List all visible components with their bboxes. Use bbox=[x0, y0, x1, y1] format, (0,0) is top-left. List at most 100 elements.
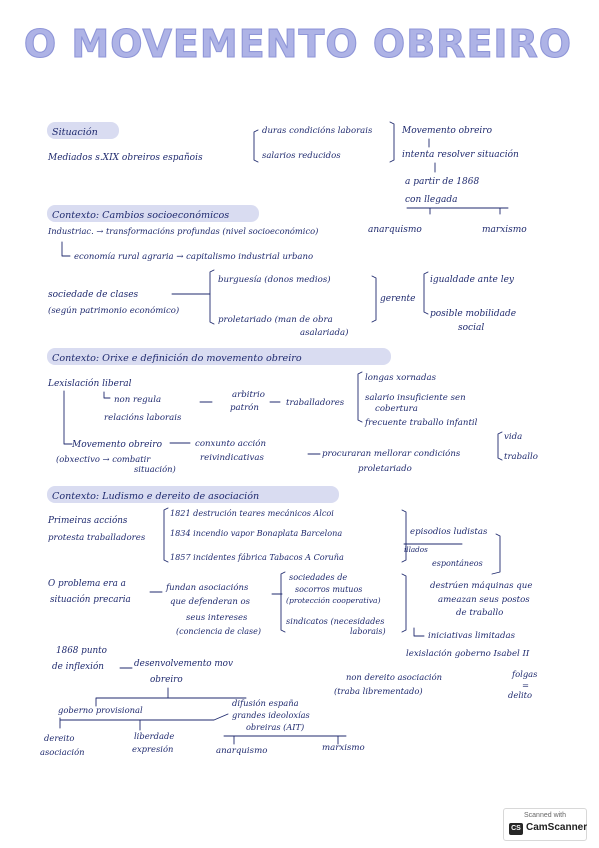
ludismo-defenderan: que defenderan os bbox=[170, 597, 251, 607]
situacion-salarios: salarios reducidos bbox=[262, 151, 341, 161]
ludismo-sociedades: sociedades de bbox=[289, 572, 347, 582]
bracket bbox=[423, 271, 429, 315]
cambios-mobilidade: posible mobilidade bbox=[430, 309, 516, 319]
orixe-vida: vida bbox=[504, 432, 522, 442]
ludismo-marxismo: marxismo bbox=[322, 743, 365, 753]
watermark-caption: Scanned with bbox=[523, 812, 567, 819]
cambios-gerente: gerente bbox=[380, 294, 415, 304]
situacion-movemento: Movemento obreiro bbox=[401, 126, 493, 136]
situacion-partir: a partir de 1868 bbox=[405, 177, 479, 187]
heading-highlight bbox=[47, 486, 339, 503]
bracket bbox=[357, 371, 363, 423]
cambios-economia: economía rural agraria → capitalismo ind… bbox=[74, 251, 313, 262]
ludismo-postos: de traballo bbox=[456, 608, 503, 618]
watermark-brand: CamScanner bbox=[526, 822, 588, 833]
orixe-cobertura: cobertura bbox=[375, 404, 418, 414]
heading-highlight bbox=[47, 122, 119, 139]
ludismo-evento-1821: 1821 destrución teares mecánicos Alcoi bbox=[170, 508, 334, 518]
heading-highlight bbox=[47, 348, 391, 365]
ludismo-socorros: socorros mutuos bbox=[295, 585, 362, 594]
cambios-social: social bbox=[458, 323, 484, 333]
ludismo-liberdade: liberdade bbox=[134, 731, 174, 741]
orixe-salario: salario insuficiente sen bbox=[365, 393, 466, 403]
orixe-proletariado: proletariado bbox=[358, 464, 412, 474]
cambios-marxismo: marxismo bbox=[482, 225, 527, 235]
bracket bbox=[280, 571, 286, 633]
cambios-industrializacion: Industriac. → transformacións profundas … bbox=[47, 226, 318, 236]
ludismo-desenvolvemento: desenvolvemento mov bbox=[134, 659, 233, 669]
ludismo-destruen: destrúen máquinas que bbox=[430, 580, 532, 591]
ludismo-1868: 1868 punto bbox=[56, 646, 107, 656]
section-heading-cambios: Contexto: Cambios socioeconómicos bbox=[52, 210, 229, 221]
orixe-nonregula: non regula bbox=[114, 395, 161, 405]
bracket bbox=[209, 269, 215, 325]
cambios-igualdade: igualdade ante ley bbox=[430, 275, 515, 285]
ludismo-espontaneos: espontáneos bbox=[432, 559, 483, 568]
orixe-movemento: Movemento obreiro bbox=[71, 440, 163, 450]
ludismo-traba: (traba librementado) bbox=[334, 686, 423, 696]
orixe-traballo: traballo bbox=[504, 452, 538, 462]
ludismo-evento-1857: 1857 incidentes fábrica Tabacos A Coruña bbox=[170, 552, 344, 562]
ludismo-delito: delito bbox=[508, 690, 532, 700]
ludismo-goberno: goberno provisional bbox=[58, 705, 143, 715]
ludismo-conciencia: (conciencia de clase) bbox=[176, 627, 261, 636]
orixe-patron: patrón bbox=[230, 402, 259, 413]
ludismo-difusion: difusión españa bbox=[232, 698, 299, 708]
situacion-intenta: intenta resolver situación bbox=[402, 149, 519, 160]
situacion-mediados: Mediados s.XIX obreiros españois bbox=[47, 153, 203, 163]
bracket bbox=[497, 431, 503, 461]
orixe-obxectivo: (obxectivo → combatir bbox=[56, 454, 151, 464]
bracket bbox=[491, 533, 501, 575]
arrow-connector bbox=[61, 241, 71, 257]
arrow-connector bbox=[413, 627, 425, 637]
ludismo-protesta: protesta traballadores bbox=[48, 533, 146, 543]
ludismo-lexislacion: lexislación goberno Isabel II bbox=[406, 648, 530, 659]
bracket bbox=[253, 129, 259, 163]
arrow-connector bbox=[103, 391, 111, 399]
ludismo-igual: = bbox=[522, 680, 529, 690]
bracket bbox=[401, 573, 407, 633]
cambios-burguesia: burguesía (donos medios) bbox=[218, 274, 331, 285]
cambios-patrimonio: (según patrimonio económico) bbox=[48, 305, 179, 316]
cambios-sociedade: sociedade de clases bbox=[48, 290, 139, 300]
ludismo-ait: obreiras (AIT) bbox=[246, 722, 304, 732]
ludismo-laborais: laborais) bbox=[350, 627, 386, 636]
orixe-infantil: frecuente traballo infantil bbox=[364, 418, 478, 428]
orixe-conxunto: conxunto acción bbox=[195, 438, 266, 449]
orixe-relacions: relacións laborais bbox=[104, 412, 182, 423]
orixe-longas: longas xornadas bbox=[365, 373, 437, 383]
orixe-lexislacion: Lexislación liberal bbox=[47, 378, 132, 389]
bracket bbox=[371, 275, 377, 323]
orixe-traballadores: traballadores bbox=[286, 398, 345, 408]
camscanner-logo-icon: CS bbox=[509, 823, 523, 835]
ludismo-problema: O problema era a bbox=[48, 579, 126, 589]
orixe-procuraran: procuraran mellorar condicións bbox=[322, 448, 461, 459]
ludismo-proteccion: (protección cooperativa) bbox=[286, 596, 381, 605]
bracket bbox=[163, 507, 169, 563]
tree-line bbox=[63, 390, 73, 445]
bracket bbox=[389, 121, 395, 163]
ludismo-illados: illados bbox=[404, 545, 428, 554]
ludismo-ideoloxias: grandes ideoloxías bbox=[232, 710, 310, 720]
ludismo-dereito: dereito bbox=[44, 733, 74, 743]
page-title: O MOVEMENTO OBREIRO bbox=[24, 22, 572, 66]
tree-lines bbox=[95, 687, 247, 707]
camscanner-watermark: Scanned with CS CamScanner bbox=[503, 808, 587, 841]
ludismo-folgas: folgas bbox=[511, 669, 538, 679]
cambios-proletariado: proletariado (man de obra bbox=[218, 314, 333, 325]
orixe-reivindicativas: reivindicativas bbox=[200, 453, 264, 463]
ludismo-ameazan: ameazan seus postos bbox=[438, 595, 530, 605]
heading-highlight bbox=[47, 205, 259, 222]
ludismo-intereses: seus intereses bbox=[186, 613, 248, 623]
tree-lines bbox=[59, 713, 229, 731]
ludismo-asociacion: asociación bbox=[40, 747, 85, 757]
orixe-arbitrio: arbitrio bbox=[232, 390, 265, 400]
ludismo-fundan: fundan asociacións bbox=[165, 582, 249, 593]
ludismo-nondereito: non dereito asociación bbox=[346, 672, 442, 682]
ludismo-evento-1834: 1834 incendio vapor Bonaplata Barcelona bbox=[170, 528, 342, 538]
bracket bbox=[401, 509, 407, 563]
situacion-llegada: con llegada bbox=[405, 195, 457, 205]
ludismo-expresion: expresión bbox=[132, 744, 173, 754]
section-heading-orixe: Contexto: Orixe e definición do movement… bbox=[52, 353, 302, 364]
